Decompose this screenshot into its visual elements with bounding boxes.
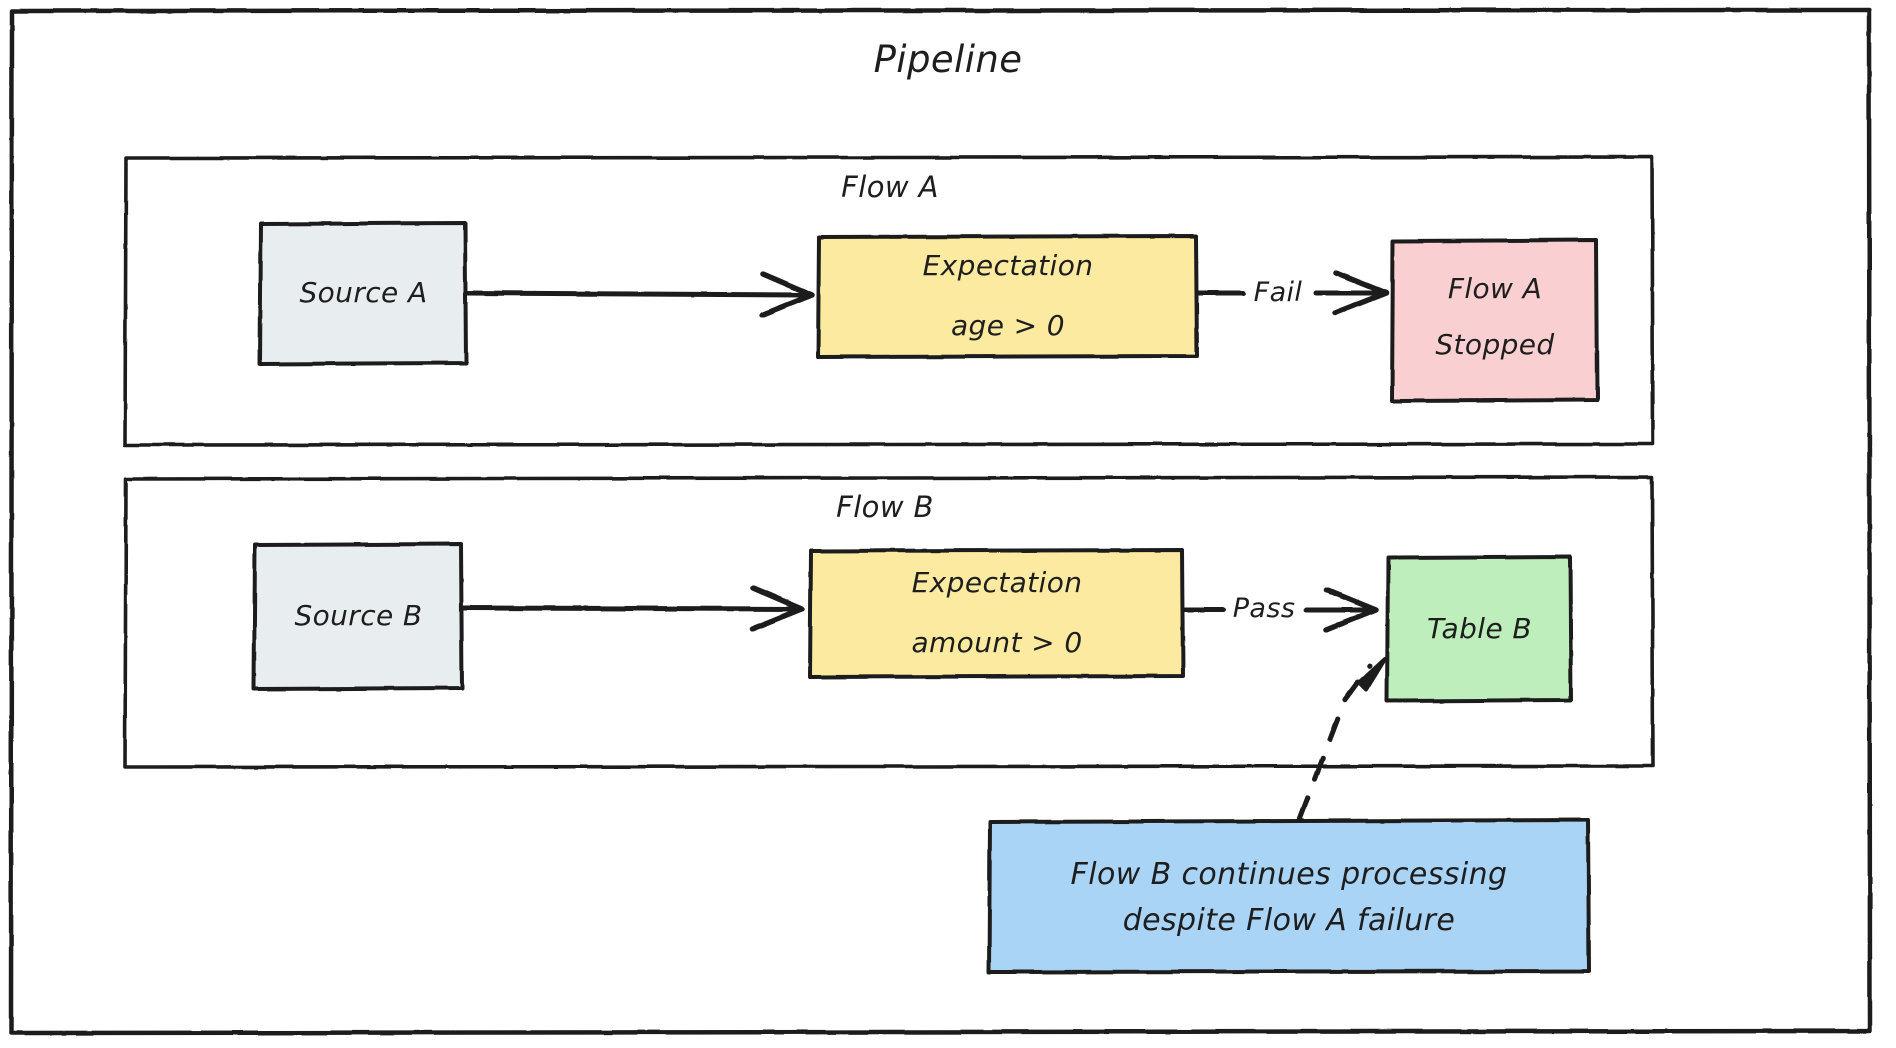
node-expectation-a[interactable] [816,234,1199,359]
node-source-a[interactable] [258,221,468,366]
edge-source-a-to-expectation-a [461,271,815,318]
edge-source-b-to-expectation-b [459,585,805,632]
node-source-b[interactable] [252,542,464,691]
node-flow-a-stopped[interactable] [1390,238,1599,403]
edge-note-to-table-b [1297,657,1387,821]
edge-expectation-a-to-flow-a-stopped [1193,270,1389,316]
node-table-b[interactable] [1385,555,1573,703]
node-expectation-b[interactable] [808,548,1185,679]
node-note[interactable] [987,818,1591,974]
edge-expectation-b-to-table-b [1179,587,1379,633]
